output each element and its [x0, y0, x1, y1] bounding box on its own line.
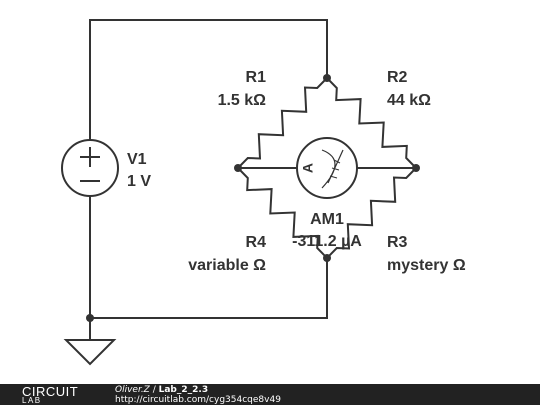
v1-name-label: V1: [127, 151, 147, 168]
author-link[interactable]: Oliver.Z: [115, 385, 150, 395]
am1-value-label: -311.2 µA: [292, 233, 362, 250]
node-ground: [86, 314, 94, 322]
circuit-title[interactable]: Lab_2_2.3: [158, 385, 209, 395]
footer-bar: CIRCUIT LAB Oliver.Z / Lab_2_2.3 http://…: [0, 384, 540, 405]
node-left: [234, 164, 242, 172]
voltage-source-v1: [61, 139, 119, 197]
ammeter-am1: A: [296, 137, 358, 199]
resistor-r3: [326, 167, 417, 259]
r1-name-label: R1: [246, 69, 267, 86]
am1-name-label: AM1: [310, 211, 344, 228]
ammeter-symbol: A: [300, 163, 316, 173]
circuit-url-link[interactable]: http://circuitlab.com/cyg354cqe8v49: [115, 395, 281, 405]
r3-value-label: mystery Ω: [387, 257, 466, 274]
v1-value-label: 1 V: [127, 173, 151, 190]
footer-credit: Oliver.Z / Lab_2_2.3: [115, 385, 208, 395]
r4-name-label: R4: [246, 234, 267, 251]
resistor-r4: [237, 167, 328, 259]
r2-value-label: 44 kΩ: [387, 92, 431, 109]
node-top: [323, 74, 331, 82]
wire-top: [89, 19, 328, 140]
ground-symbol: [63, 339, 117, 366]
resistor-r1: [237, 77, 328, 169]
circuitlab-logo-subtext: LAB: [22, 396, 42, 405]
footer-separator: /: [149, 385, 159, 395]
resistor-r2: [326, 77, 417, 169]
circuitlab-logo[interactable]: CIRCUIT: [22, 384, 79, 399]
nodes: [86, 74, 420, 322]
wire-bottom: [89, 196, 328, 319]
r4-value-label: variable Ω: [188, 257, 266, 274]
node-bottom: [323, 254, 331, 262]
r1-value-label: 1.5 kΩ: [218, 92, 267, 109]
wires: [89, 19, 328, 340]
r3-name-label: R3: [387, 234, 408, 251]
node-right: [412, 164, 420, 172]
r2-name-label: R2: [387, 69, 408, 86]
